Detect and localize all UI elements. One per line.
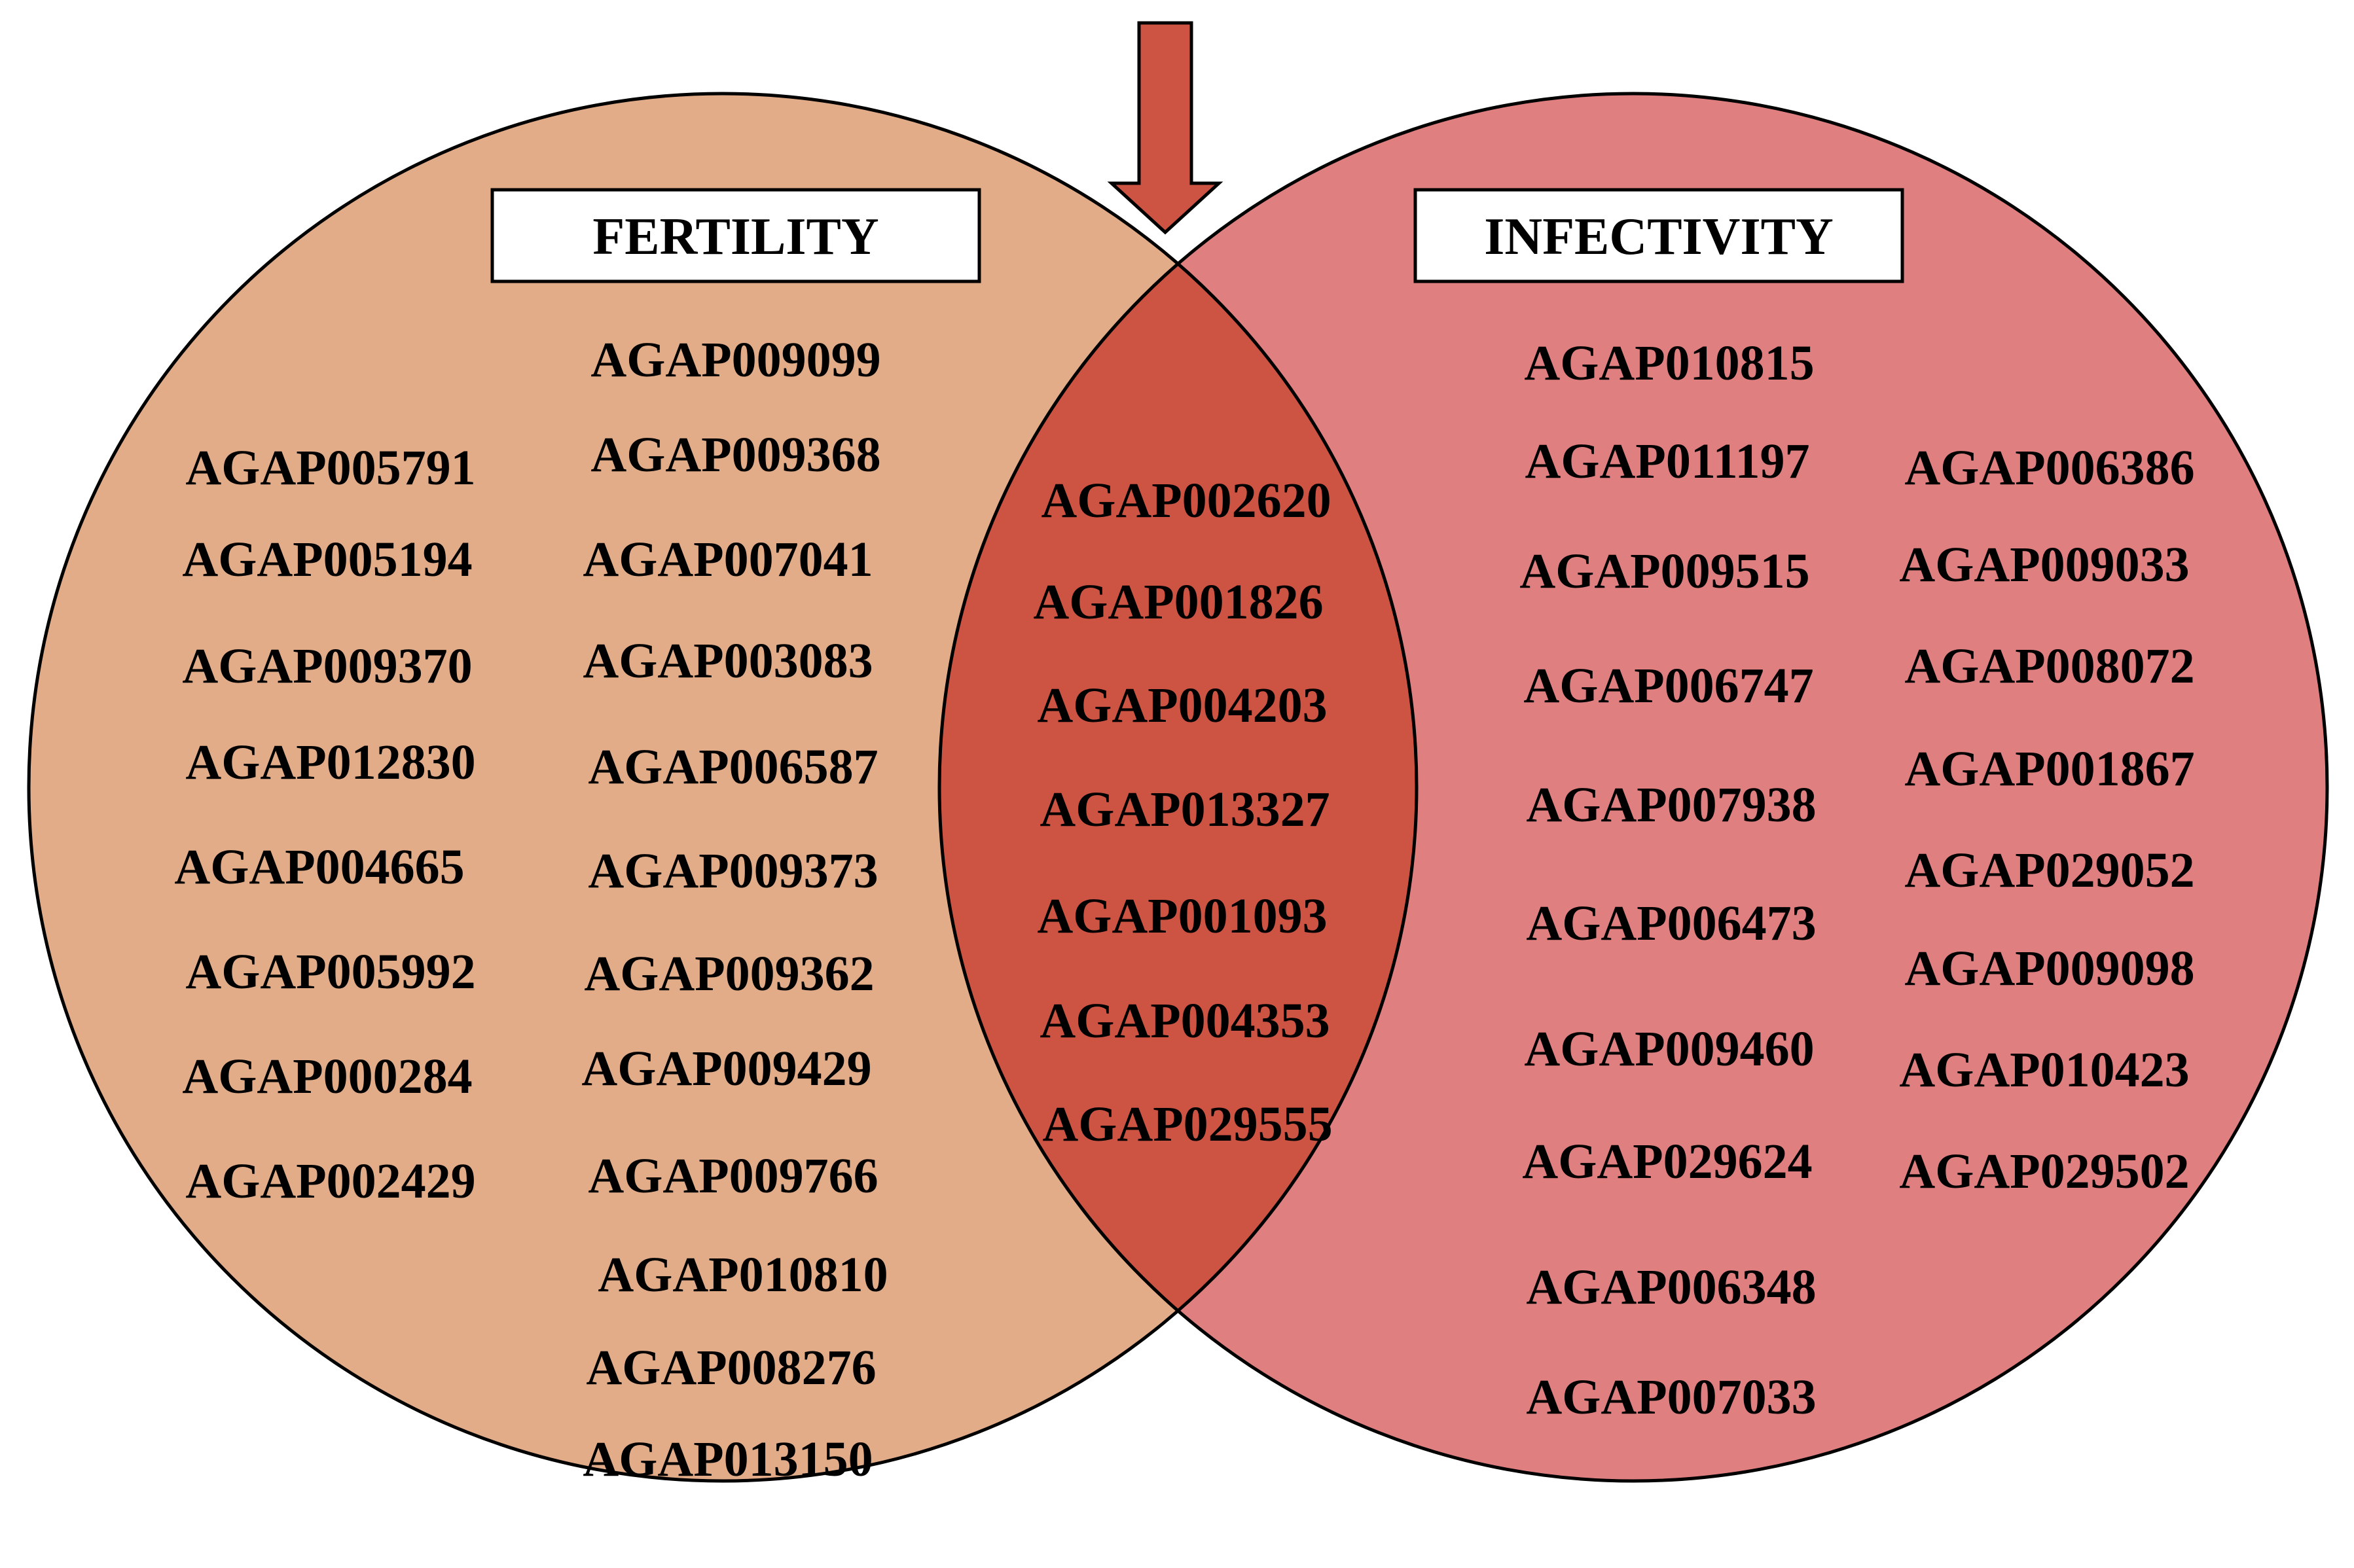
gene-label: AGAP029555 xyxy=(1042,1097,1332,1152)
gene-label: AGAP009373 xyxy=(588,844,878,899)
gene-label: AGAP029052 xyxy=(1904,843,2194,898)
fertility-title: FERTILITY xyxy=(592,208,878,266)
fertility-circle-outline xyxy=(27,92,1419,1483)
infectivity-gene-list: AGAP010815 AGAP011197 AGAP006386 AGAP009… xyxy=(1519,336,2194,1425)
gene-label: AGAP009515 xyxy=(1519,544,1809,599)
gene-label: AGAP009429 xyxy=(581,1041,871,1096)
overlap-region xyxy=(939,94,1417,1481)
gene-label: AGAP029502 xyxy=(1899,1144,2189,1199)
infectivity-title: INFECTIVITY xyxy=(1484,208,1833,266)
gene-label: AGAP029624 xyxy=(1522,1134,1812,1189)
infectivity-circle-outline xyxy=(937,92,2329,1483)
gene-label: AGAP009033 xyxy=(1899,537,2189,592)
gene-label: AGAP006747 xyxy=(1523,658,1813,713)
infectivity-title-box: INFECTIVITY xyxy=(1413,188,1904,283)
gene-label: AGAP010810 xyxy=(598,1247,888,1302)
gene-label: AGAP008072 xyxy=(1904,639,2194,694)
gene-label: AGAP004203 xyxy=(1037,678,1327,733)
gene-label: AGAP006473 xyxy=(1526,896,1816,951)
gene-label: AGAP009362 xyxy=(584,946,874,1001)
gene-label: AGAP013327 xyxy=(1040,782,1330,837)
gene-label: AGAP001093 xyxy=(1037,889,1327,944)
gene-label: AGAP004353 xyxy=(1040,993,1330,1048)
gene-label: AGAP012830 xyxy=(185,735,475,790)
gene-label: AGAP008276 xyxy=(586,1340,876,1395)
gene-label: AGAP002429 xyxy=(185,1154,475,1209)
gene-label: AGAP007938 xyxy=(1526,777,1816,832)
gene-label: AGAP009098 xyxy=(1904,941,2194,996)
gene-label: AGAP001867 xyxy=(1904,741,2194,796)
gene-label: AGAP000284 xyxy=(182,1049,472,1104)
gene-label: AGAP005194 xyxy=(182,532,472,587)
gene-label: AGAP009370 xyxy=(182,639,472,694)
gene-label: AGAP013150 xyxy=(583,1432,873,1487)
gene-label: AGAP010815 xyxy=(1524,336,1814,391)
shared-gene-list: AGAP002620 AGAP001826 AGAP004203 AGAP013… xyxy=(1033,473,1332,1152)
gene-label: AGAP004665 xyxy=(174,840,464,895)
gene-label: AGAP011197 xyxy=(1525,434,1810,489)
gene-label: AGAP005791 xyxy=(185,440,475,495)
fertility-title-box: FERTILITY xyxy=(490,188,981,283)
gene-label: AGAP002620 xyxy=(1041,473,1331,528)
gene-label: AGAP007041 xyxy=(583,532,873,587)
down-arrow-icon xyxy=(1107,21,1223,235)
gene-label: AGAP005992 xyxy=(185,944,475,999)
fertility-gene-list: AGAP009099 AGAP005791 AGAP009368 AGAP005… xyxy=(174,332,888,1487)
gene-label: AGAP009368 xyxy=(590,427,880,482)
gene-label: AGAP006386 xyxy=(1904,440,2194,495)
gene-label: AGAP001826 xyxy=(1033,575,1323,630)
gene-label: AGAP009460 xyxy=(1524,1022,1814,1077)
gene-label: AGAP006348 xyxy=(1526,1260,1816,1315)
gene-label: AGAP009099 xyxy=(590,332,880,387)
gene-label: AGAP009766 xyxy=(588,1149,878,1203)
gene-label: AGAP006587 xyxy=(588,739,878,794)
gene-label: AGAP010423 xyxy=(1899,1042,2189,1097)
gene-label: AGAP007033 xyxy=(1526,1370,1816,1425)
gene-label: AGAP003083 xyxy=(583,633,873,688)
